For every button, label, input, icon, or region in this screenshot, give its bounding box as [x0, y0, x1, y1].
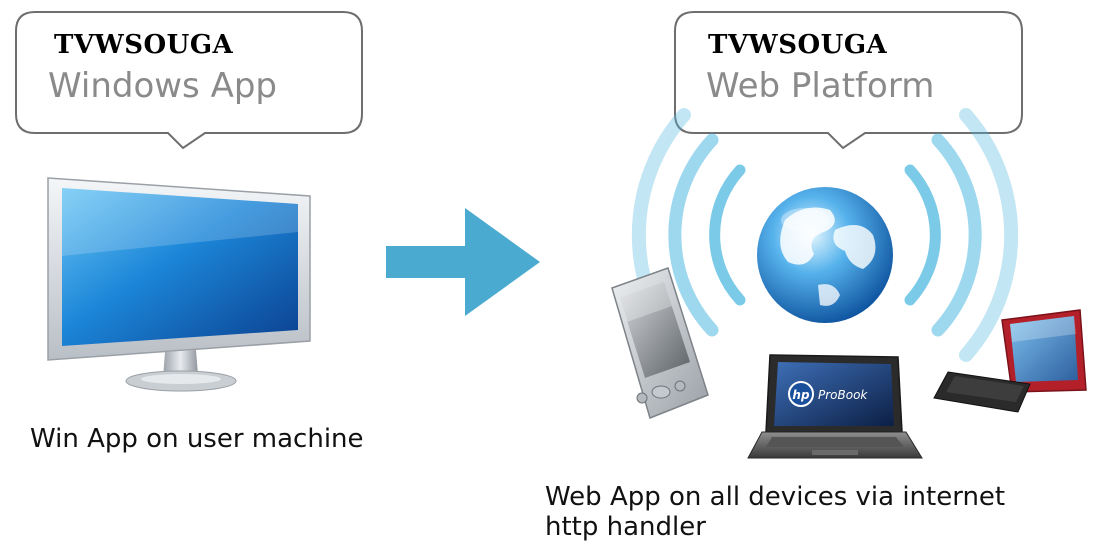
wireless-waves — [631, 108, 1019, 362]
right-bubble-subtitle: Web Platform — [706, 66, 935, 106]
pda-icon — [611, 267, 709, 420]
laptop-model: ProBook — [818, 388, 868, 402]
laptop-icon: hp ProBook — [747, 354, 923, 459]
laptop-logo: hp — [792, 388, 810, 402]
left-caption: Win App on user machine — [30, 424, 364, 454]
right-bubble-title: TVWSOUGA — [708, 30, 888, 60]
left-speech-bubble — [15, 11, 363, 150]
left-bubble-title: TVWSOUGA — [54, 30, 234, 60]
tablet-icon — [933, 309, 1087, 413]
desktop-monitor-icon — [47, 177, 311, 392]
left-bubble-subtitle: Windows App — [48, 66, 278, 106]
globe-icon — [757, 187, 893, 323]
right-caption-line2: http handler — [545, 512, 706, 542]
right-speech-bubble — [674, 11, 1023, 150]
right-caption-line1: Web App on all devices via internet — [545, 482, 1006, 512]
arrow-right-icon — [386, 208, 540, 316]
